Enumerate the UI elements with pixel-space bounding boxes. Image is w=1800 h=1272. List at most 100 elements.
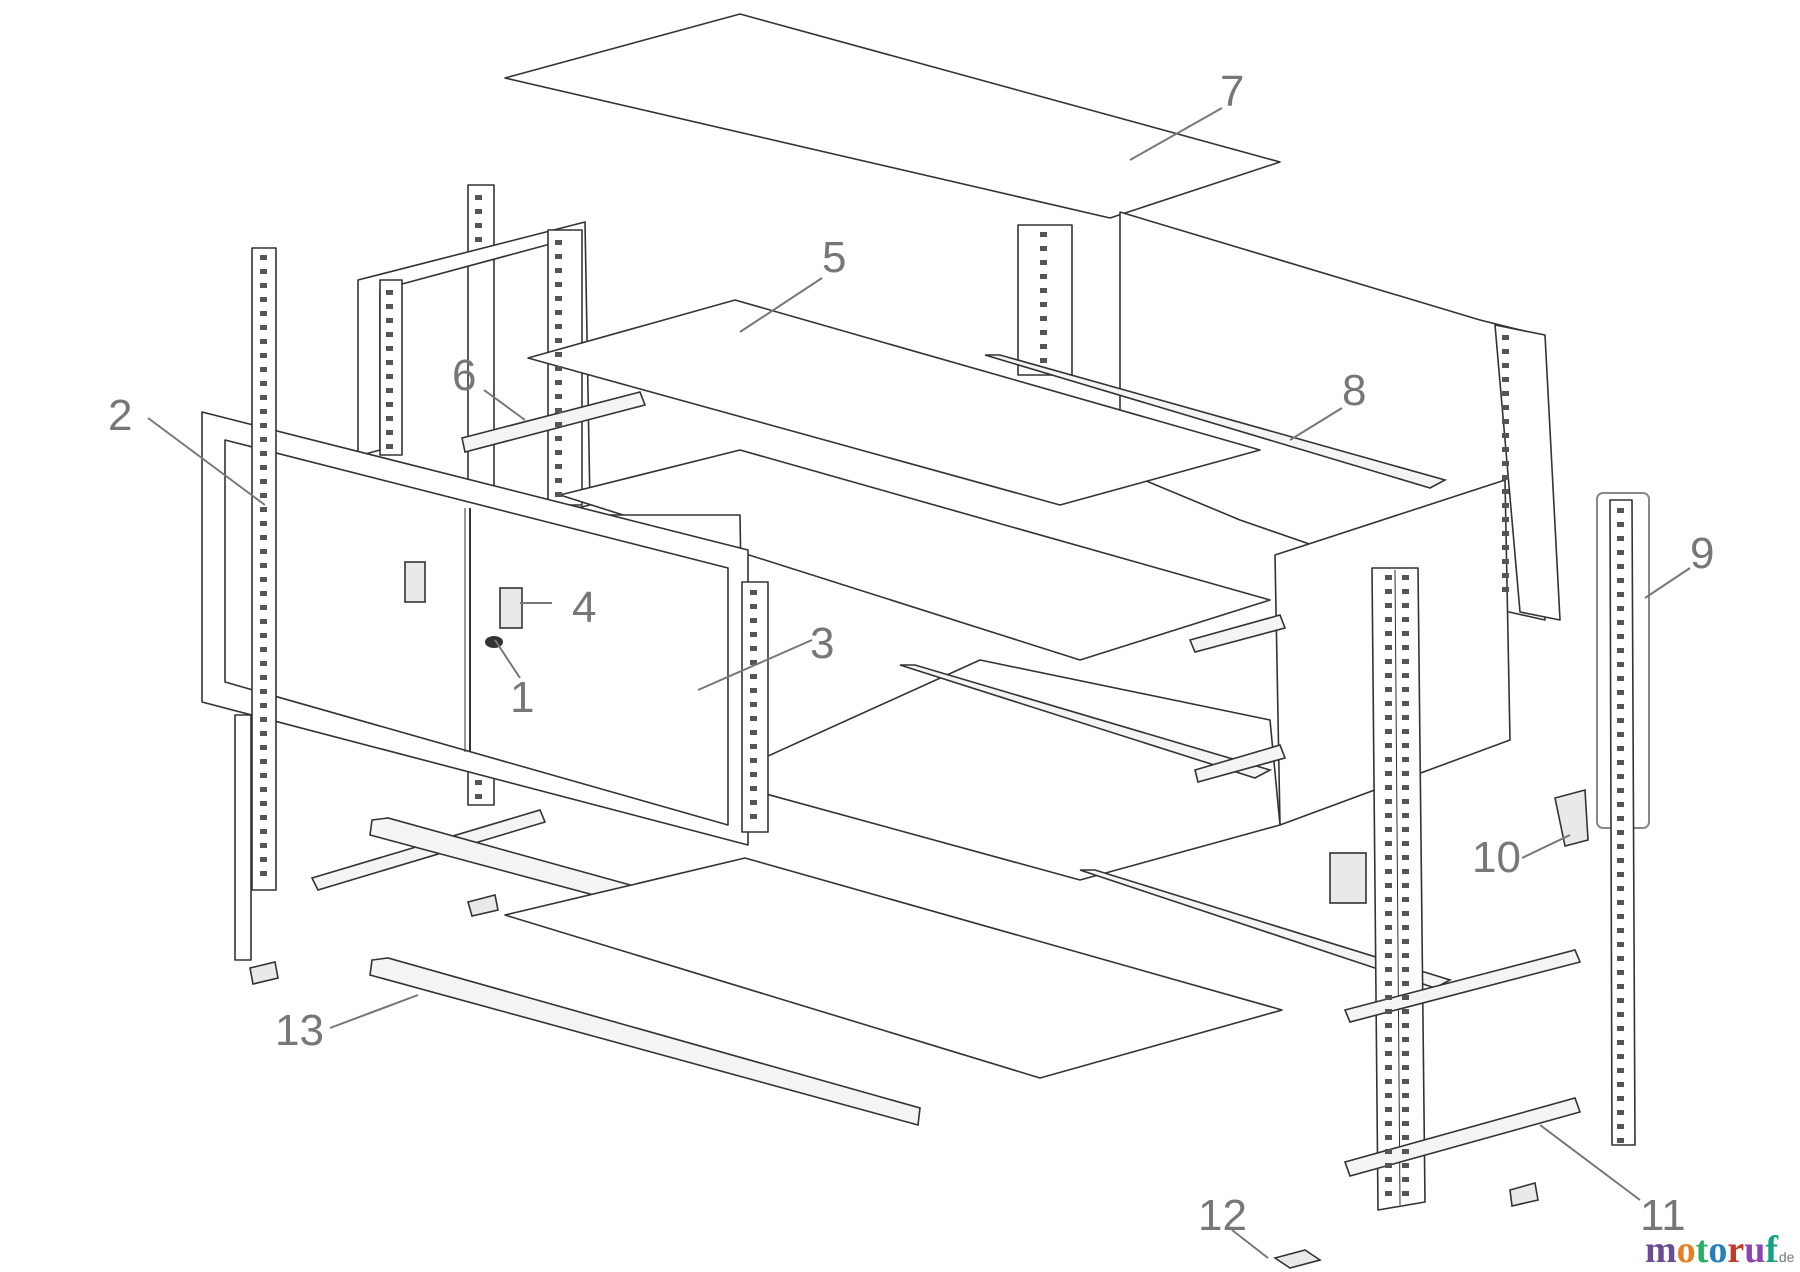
post-hole [260, 689, 267, 694]
post-hole [260, 717, 267, 722]
post-hole [750, 632, 757, 637]
post-hole [1402, 869, 1409, 874]
post-hole [386, 318, 393, 323]
post-hole [260, 731, 267, 736]
post-hole [260, 857, 267, 862]
post-hole [555, 492, 562, 497]
post-hole [260, 493, 267, 498]
post-hole [1617, 802, 1624, 807]
post-hole [1402, 1177, 1409, 1182]
post-hole [750, 604, 757, 609]
post-hole [555, 436, 562, 441]
door-lock [485, 636, 503, 648]
post-hole [1385, 869, 1392, 874]
post-hole [1402, 855, 1409, 860]
drawer-box-top [559, 449, 1271, 661]
post-hole [1617, 536, 1624, 541]
post-hole [1385, 603, 1392, 608]
post-hole [1502, 587, 1509, 592]
post-hole [1385, 1037, 1392, 1042]
post-hole [1617, 704, 1624, 709]
post-hole [1402, 883, 1409, 888]
post-hole [1402, 617, 1409, 622]
post-hole [1402, 897, 1409, 902]
post-hole [260, 269, 267, 274]
post-hole [555, 352, 562, 357]
post-hole [1402, 575, 1409, 580]
foot-rear-left [467, 894, 499, 917]
part-number-9: 9 [1690, 529, 1714, 578]
post-hole [750, 772, 757, 777]
post-hole [1040, 246, 1047, 251]
post-hole [260, 325, 267, 330]
post-hole [1402, 631, 1409, 636]
post-hole [750, 786, 757, 791]
post-hole [1617, 1012, 1624, 1017]
post-hole [1502, 531, 1509, 536]
part-number-11: 11 [1640, 1191, 1686, 1240]
post-hole [1385, 701, 1392, 706]
post-hole [1502, 517, 1509, 522]
post-hole [1502, 377, 1509, 382]
post-hole [1502, 447, 1509, 452]
post-hole [1385, 841, 1392, 846]
post-hole [475, 237, 482, 242]
post-hole [1402, 1009, 1409, 1014]
post-hole [386, 304, 393, 309]
post-hole [260, 661, 267, 666]
part-number-10: 10 [1472, 833, 1521, 882]
watermark-letter: o [1708, 1229, 1727, 1271]
post-hole [1385, 659, 1392, 664]
post-hole [1040, 260, 1047, 265]
post-hole [1385, 1121, 1392, 1126]
post-hole [1617, 1110, 1624, 1115]
post-hole [260, 787, 267, 792]
post-hole [555, 366, 562, 371]
post-hole [1040, 330, 1047, 335]
post-hole [1385, 911, 1392, 916]
post-hole [1385, 1051, 1392, 1056]
post-hole [386, 402, 393, 407]
post-hole [1385, 687, 1392, 692]
post-hole [1402, 645, 1409, 650]
post-hole [260, 311, 267, 316]
post-hole [555, 408, 562, 413]
post-hole [260, 381, 267, 386]
post-hole [1402, 995, 1409, 1000]
post-hole [750, 660, 757, 665]
post-hole [260, 549, 267, 554]
post-hole [1617, 844, 1624, 849]
post-hole [1385, 799, 1392, 804]
watermark-suffix: .de [1775, 1249, 1795, 1265]
right-rail-upper [1343, 949, 1582, 1023]
post-hole [475, 794, 482, 799]
post-hole [260, 605, 267, 610]
post-hole [555, 254, 562, 259]
post-hole [1385, 897, 1392, 902]
post-hole [1402, 603, 1409, 608]
post-hole [1402, 1023, 1409, 1028]
post-hole [260, 563, 267, 568]
post-hole [260, 451, 267, 456]
post-hole [1617, 508, 1624, 513]
post-hole [1617, 690, 1624, 695]
post-hole [260, 647, 267, 652]
post-hole [1617, 634, 1624, 639]
left-side-rail [461, 391, 647, 453]
post-hole [260, 633, 267, 638]
post-hole [1385, 575, 1392, 580]
post-hole [1617, 1068, 1624, 1073]
post-hole [1402, 1079, 1409, 1084]
post-hole [260, 703, 267, 708]
post-hole [1617, 746, 1624, 751]
post-hole [1617, 788, 1624, 793]
post-hole [260, 395, 267, 400]
post-hole [1402, 729, 1409, 734]
post-hole [260, 367, 267, 372]
post-hole [555, 450, 562, 455]
post-hole [1617, 732, 1624, 737]
post-hole [750, 618, 757, 623]
part-number-labels: 1 2 3 4 5 6 7 8 9 10 11 12 13 [108, 67, 1714, 1240]
post-hole [1402, 813, 1409, 818]
